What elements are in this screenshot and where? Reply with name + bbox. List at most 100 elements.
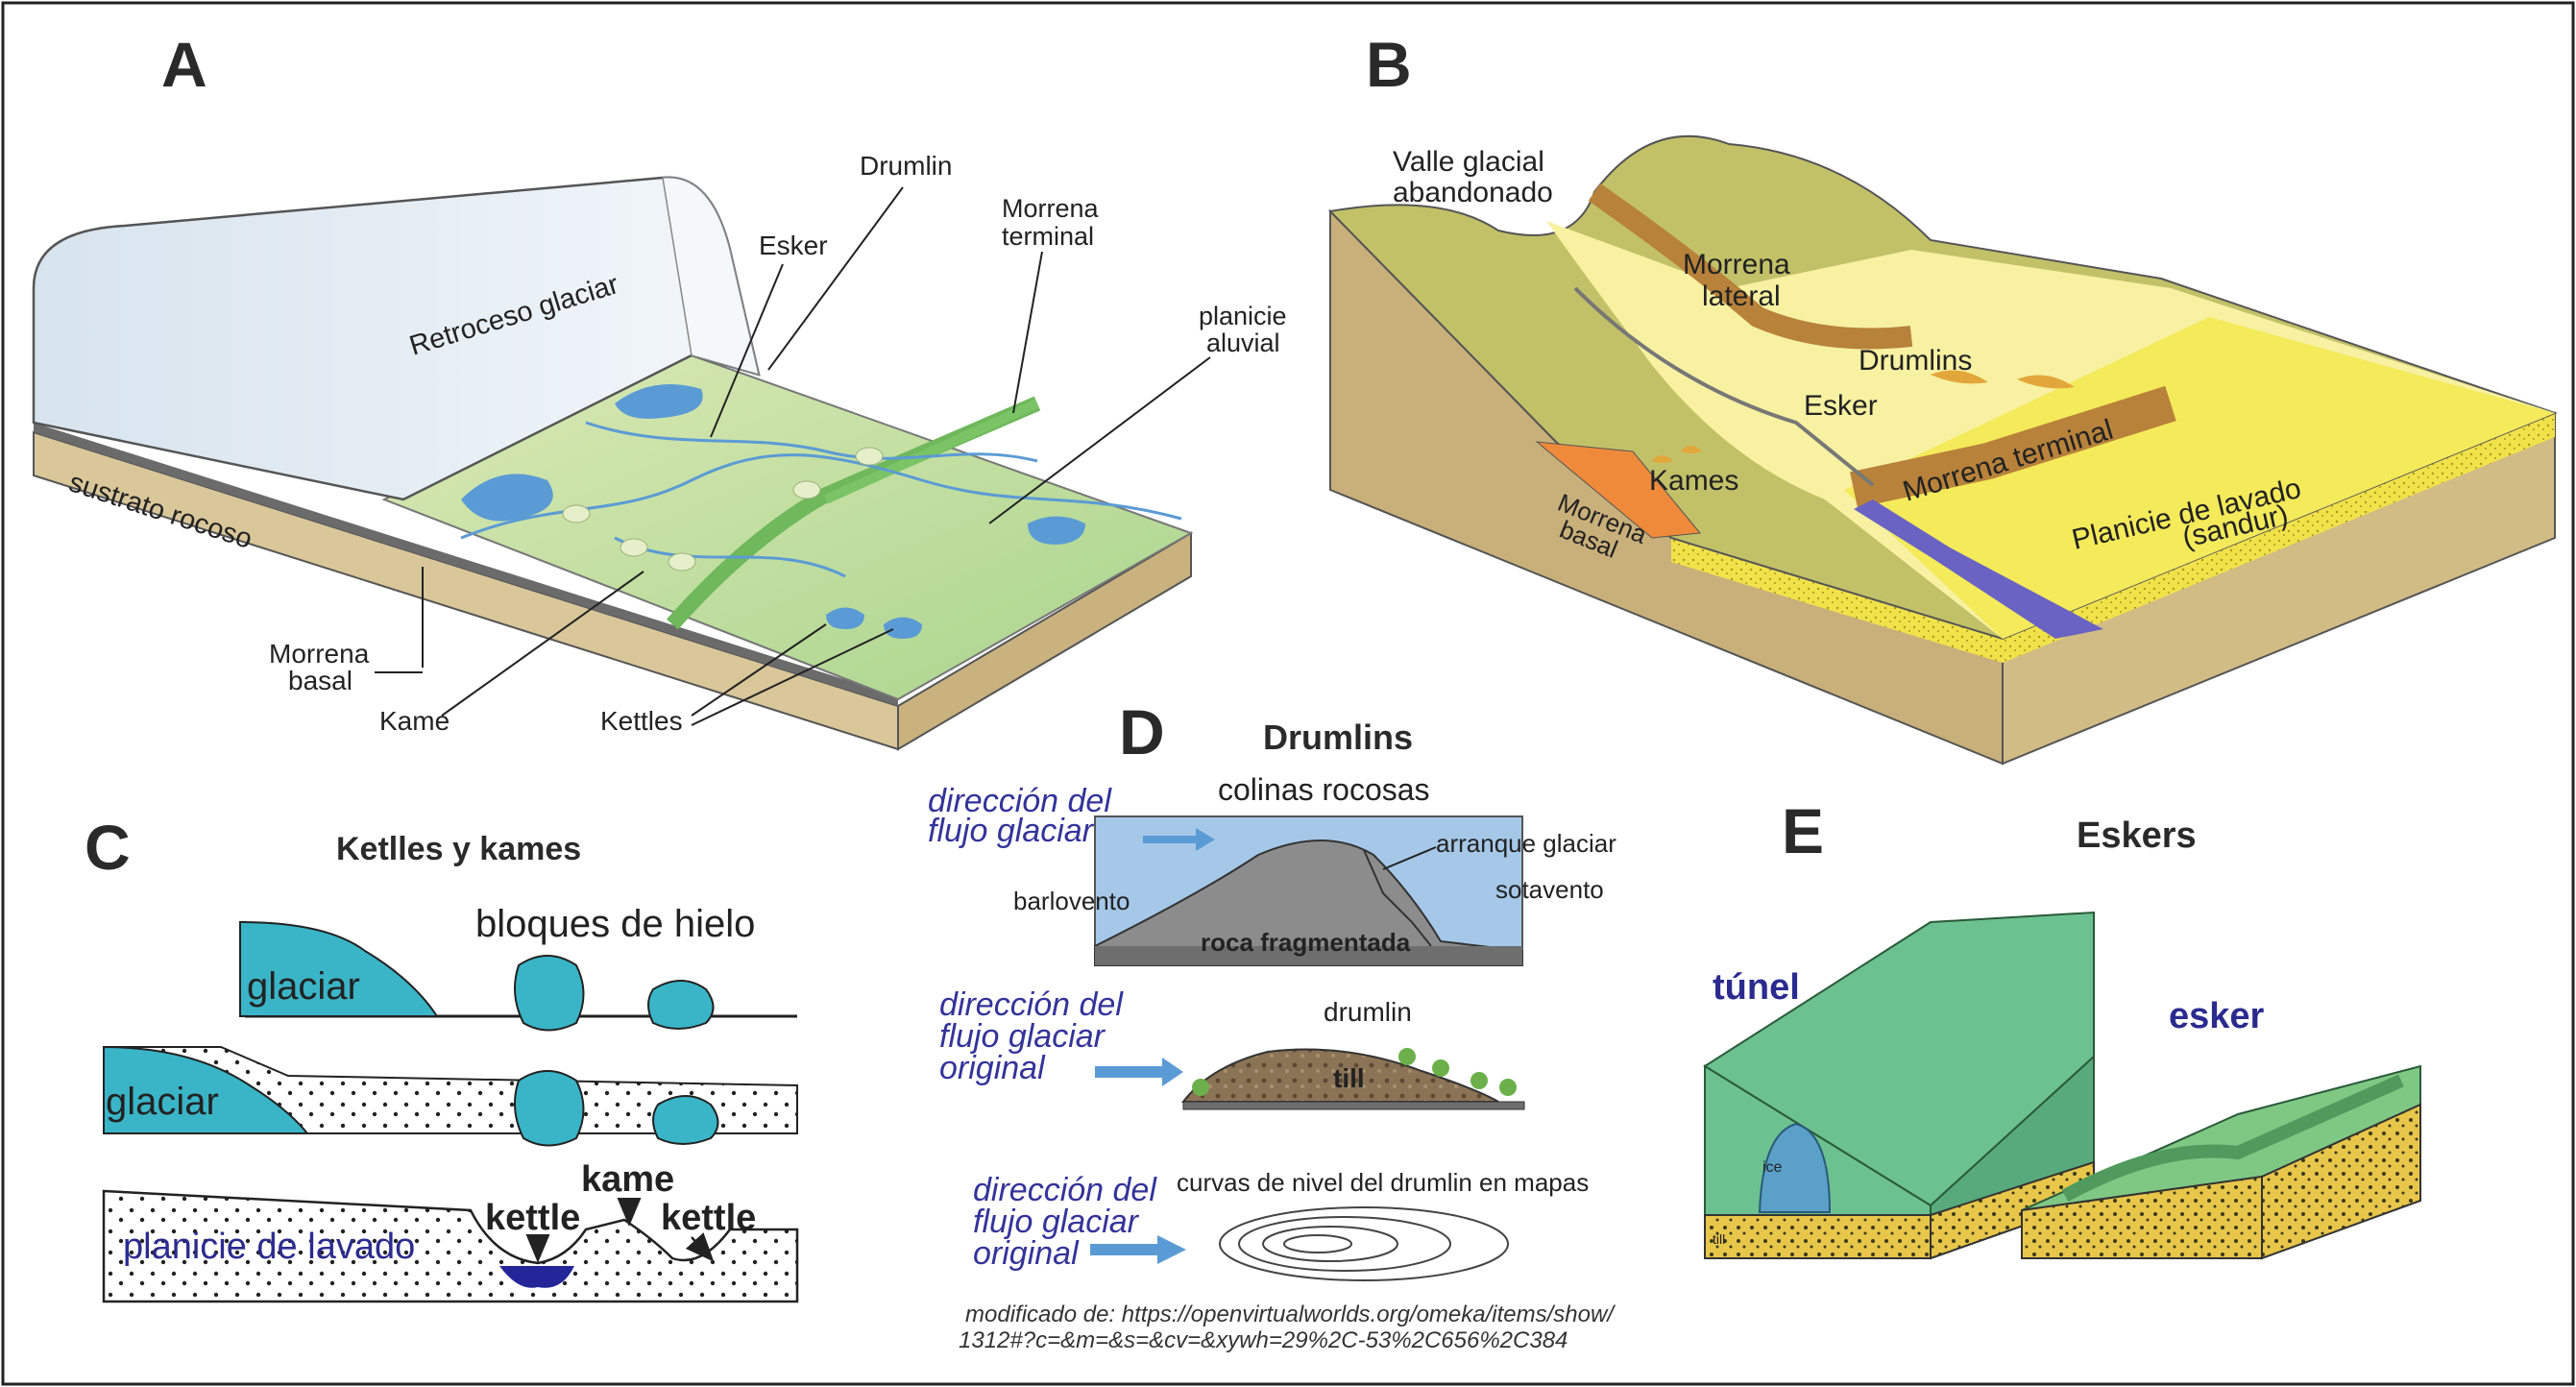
- glacier-front-face: [662, 177, 761, 377]
- label-morrena-terminal-1: Morrena: [1002, 194, 1100, 223]
- label-valle-2: abandonado: [1393, 177, 1553, 208]
- label-drumlin-d: drumlin: [1324, 997, 1412, 1027]
- panel-a-leaders: [375, 186, 1211, 726]
- flow-arrow-3: [1090, 1235, 1186, 1264]
- label-ice: ice: [1762, 1159, 1783, 1176]
- label-morrena-basal-1: Morrena: [269, 639, 370, 669]
- drumlin-b-1: [1931, 370, 1988, 384]
- kame-b-1: [1652, 455, 1673, 463]
- lake-1: [461, 474, 553, 522]
- drumlin-base: [1182, 1101, 1525, 1110]
- plucked-face: [1363, 849, 1432, 947]
- label-arranque: arranque glaciar: [1436, 829, 1616, 858]
- label-kame-c: kame: [581, 1159, 674, 1200]
- row1-block-1: [514, 955, 585, 1032]
- flow-arrow-1: [1143, 828, 1215, 851]
- lateral-moraine: [1588, 182, 1913, 350]
- sandur-edge: [1671, 413, 2555, 663]
- panel-b: B Valle glacial abandonado Morrena later…: [1327, 29, 2558, 766]
- panel-d-title: Drumlins: [1263, 718, 1413, 757]
- label-barlovento: barlovento: [1013, 887, 1130, 915]
- esker-line: [1573, 286, 1875, 487]
- label-dir3-1: dirección del: [973, 1172, 1157, 1208]
- terminal-moraine-b: [1850, 385, 2176, 508]
- label-dir1-1: dirección del: [928, 783, 1112, 819]
- label-kettles: Kettles: [600, 706, 683, 736]
- panel-b-letter: B: [1366, 29, 1412, 100]
- drumlin-3: [668, 552, 696, 572]
- panel-e: E Eskers túnel ice till esker: [1703, 795, 2421, 1260]
- label-planicie-1: planicie: [1199, 302, 1287, 330]
- row1-glacier: [239, 920, 439, 1017]
- label-glaciar-2: glaciar: [106, 1081, 219, 1123]
- contour-3: [1262, 1226, 1398, 1262]
- label-dir2-3: original: [939, 1050, 1046, 1086]
- panel-c: C Ketlles y kames bloques de hielo glaci…: [85, 812, 799, 1303]
- drumlin-5: [855, 447, 884, 466]
- label-sotavento: sotavento: [1495, 875, 1604, 904]
- label-kettle-2: kettle: [661, 1198, 756, 1238]
- braided-river: [1854, 499, 2103, 639]
- label-dir3-3: original: [973, 1235, 1080, 1272]
- lake-4: [826, 607, 864, 629]
- label-dir2-1: dirección del: [939, 986, 1124, 1023]
- label-valle-1: Valle glacial: [1393, 146, 1544, 178]
- label-esker-b: Esker: [1804, 390, 1878, 422]
- row2-glacier: [103, 1045, 310, 1134]
- label-dir1-2: flujo glaciar: [928, 813, 1095, 849]
- drumlin-2: [620, 538, 648, 557]
- bedrock-top-strip: [34, 423, 898, 706]
- panel-d-letter: D: [1119, 696, 1165, 767]
- label-glaciar-1: glaciar: [247, 965, 360, 1008]
- tree-4: [1470, 1072, 1488, 1089]
- arrow-kettle-2: [685, 1232, 715, 1262]
- label-colinas: colinas rocosas: [1218, 772, 1430, 807]
- label-planicie-2: aluvial: [1206, 328, 1280, 357]
- till-drumlin: [1180, 1048, 1502, 1103]
- label-dir3-2: flujo glaciar: [973, 1204, 1140, 1240]
- terminal-moraine: [667, 396, 1041, 630]
- kettle-lake: [499, 1266, 574, 1288]
- esker-ridge: [2061, 1074, 2404, 1203]
- label-morrena-terminal-2: terminal: [1002, 222, 1094, 251]
- tunnel-opening: [1758, 1122, 1832, 1213]
- tree-3: [1432, 1059, 1449, 1077]
- label-planicie-lavado: planicie de lavado: [123, 1227, 415, 1267]
- contour-1: [1219, 1206, 1509, 1281]
- drumlin-4: [792, 480, 821, 499]
- tunnel-sand-front: [1704, 1214, 1932, 1259]
- bedrock-right: [897, 531, 1192, 751]
- label-esker: Esker: [759, 231, 828, 260]
- label-drumlin: Drumlin: [860, 151, 952, 181]
- lake-5: [884, 617, 922, 639]
- row2-block-2: [652, 1095, 719, 1145]
- source-line-2: 1312#?c=&m=&s=&cv=&xywh=29%2C-53%2C656%2…: [959, 1327, 1567, 1353]
- panel-d: D Drumlins colinas rocosas dirección del…: [928, 696, 1616, 1353]
- ground-strip: [1095, 946, 1522, 965]
- basal-moraine: [1535, 441, 1701, 539]
- label-curvas: curvas de nivel del drumlin en mapas: [1177, 1168, 1589, 1197]
- row1-block-2: [647, 980, 715, 1030]
- label-till-e: till: [1713, 1231, 1725, 1247]
- label-drumlins: Drumlins: [1859, 345, 1972, 377]
- label-kame: Kame: [379, 706, 450, 736]
- label-lateral-2: lateral: [1702, 280, 1781, 312]
- contour-2: [1238, 1216, 1451, 1272]
- panel-e-letter: E: [1782, 795, 1824, 866]
- drumlin-b-2: [2017, 375, 2075, 389]
- kame-b-2: [1681, 446, 1702, 453]
- panel-a-letter: A: [161, 29, 207, 100]
- drumlin-1: [562, 504, 591, 523]
- tree-1: [1192, 1079, 1209, 1096]
- panel-c-letter: C: [85, 812, 131, 883]
- contour-4: [1283, 1234, 1352, 1253]
- flow-arrow-2: [1095, 1058, 1183, 1086]
- label-till: till: [1333, 1063, 1365, 1093]
- label-esker-e: esker: [2169, 996, 2265, 1036]
- tree-2: [1398, 1048, 1416, 1065]
- row2-block-1: [514, 1070, 585, 1147]
- sandur: [1844, 317, 2555, 639]
- panel-c-title: Ketlles y kames: [336, 831, 581, 867]
